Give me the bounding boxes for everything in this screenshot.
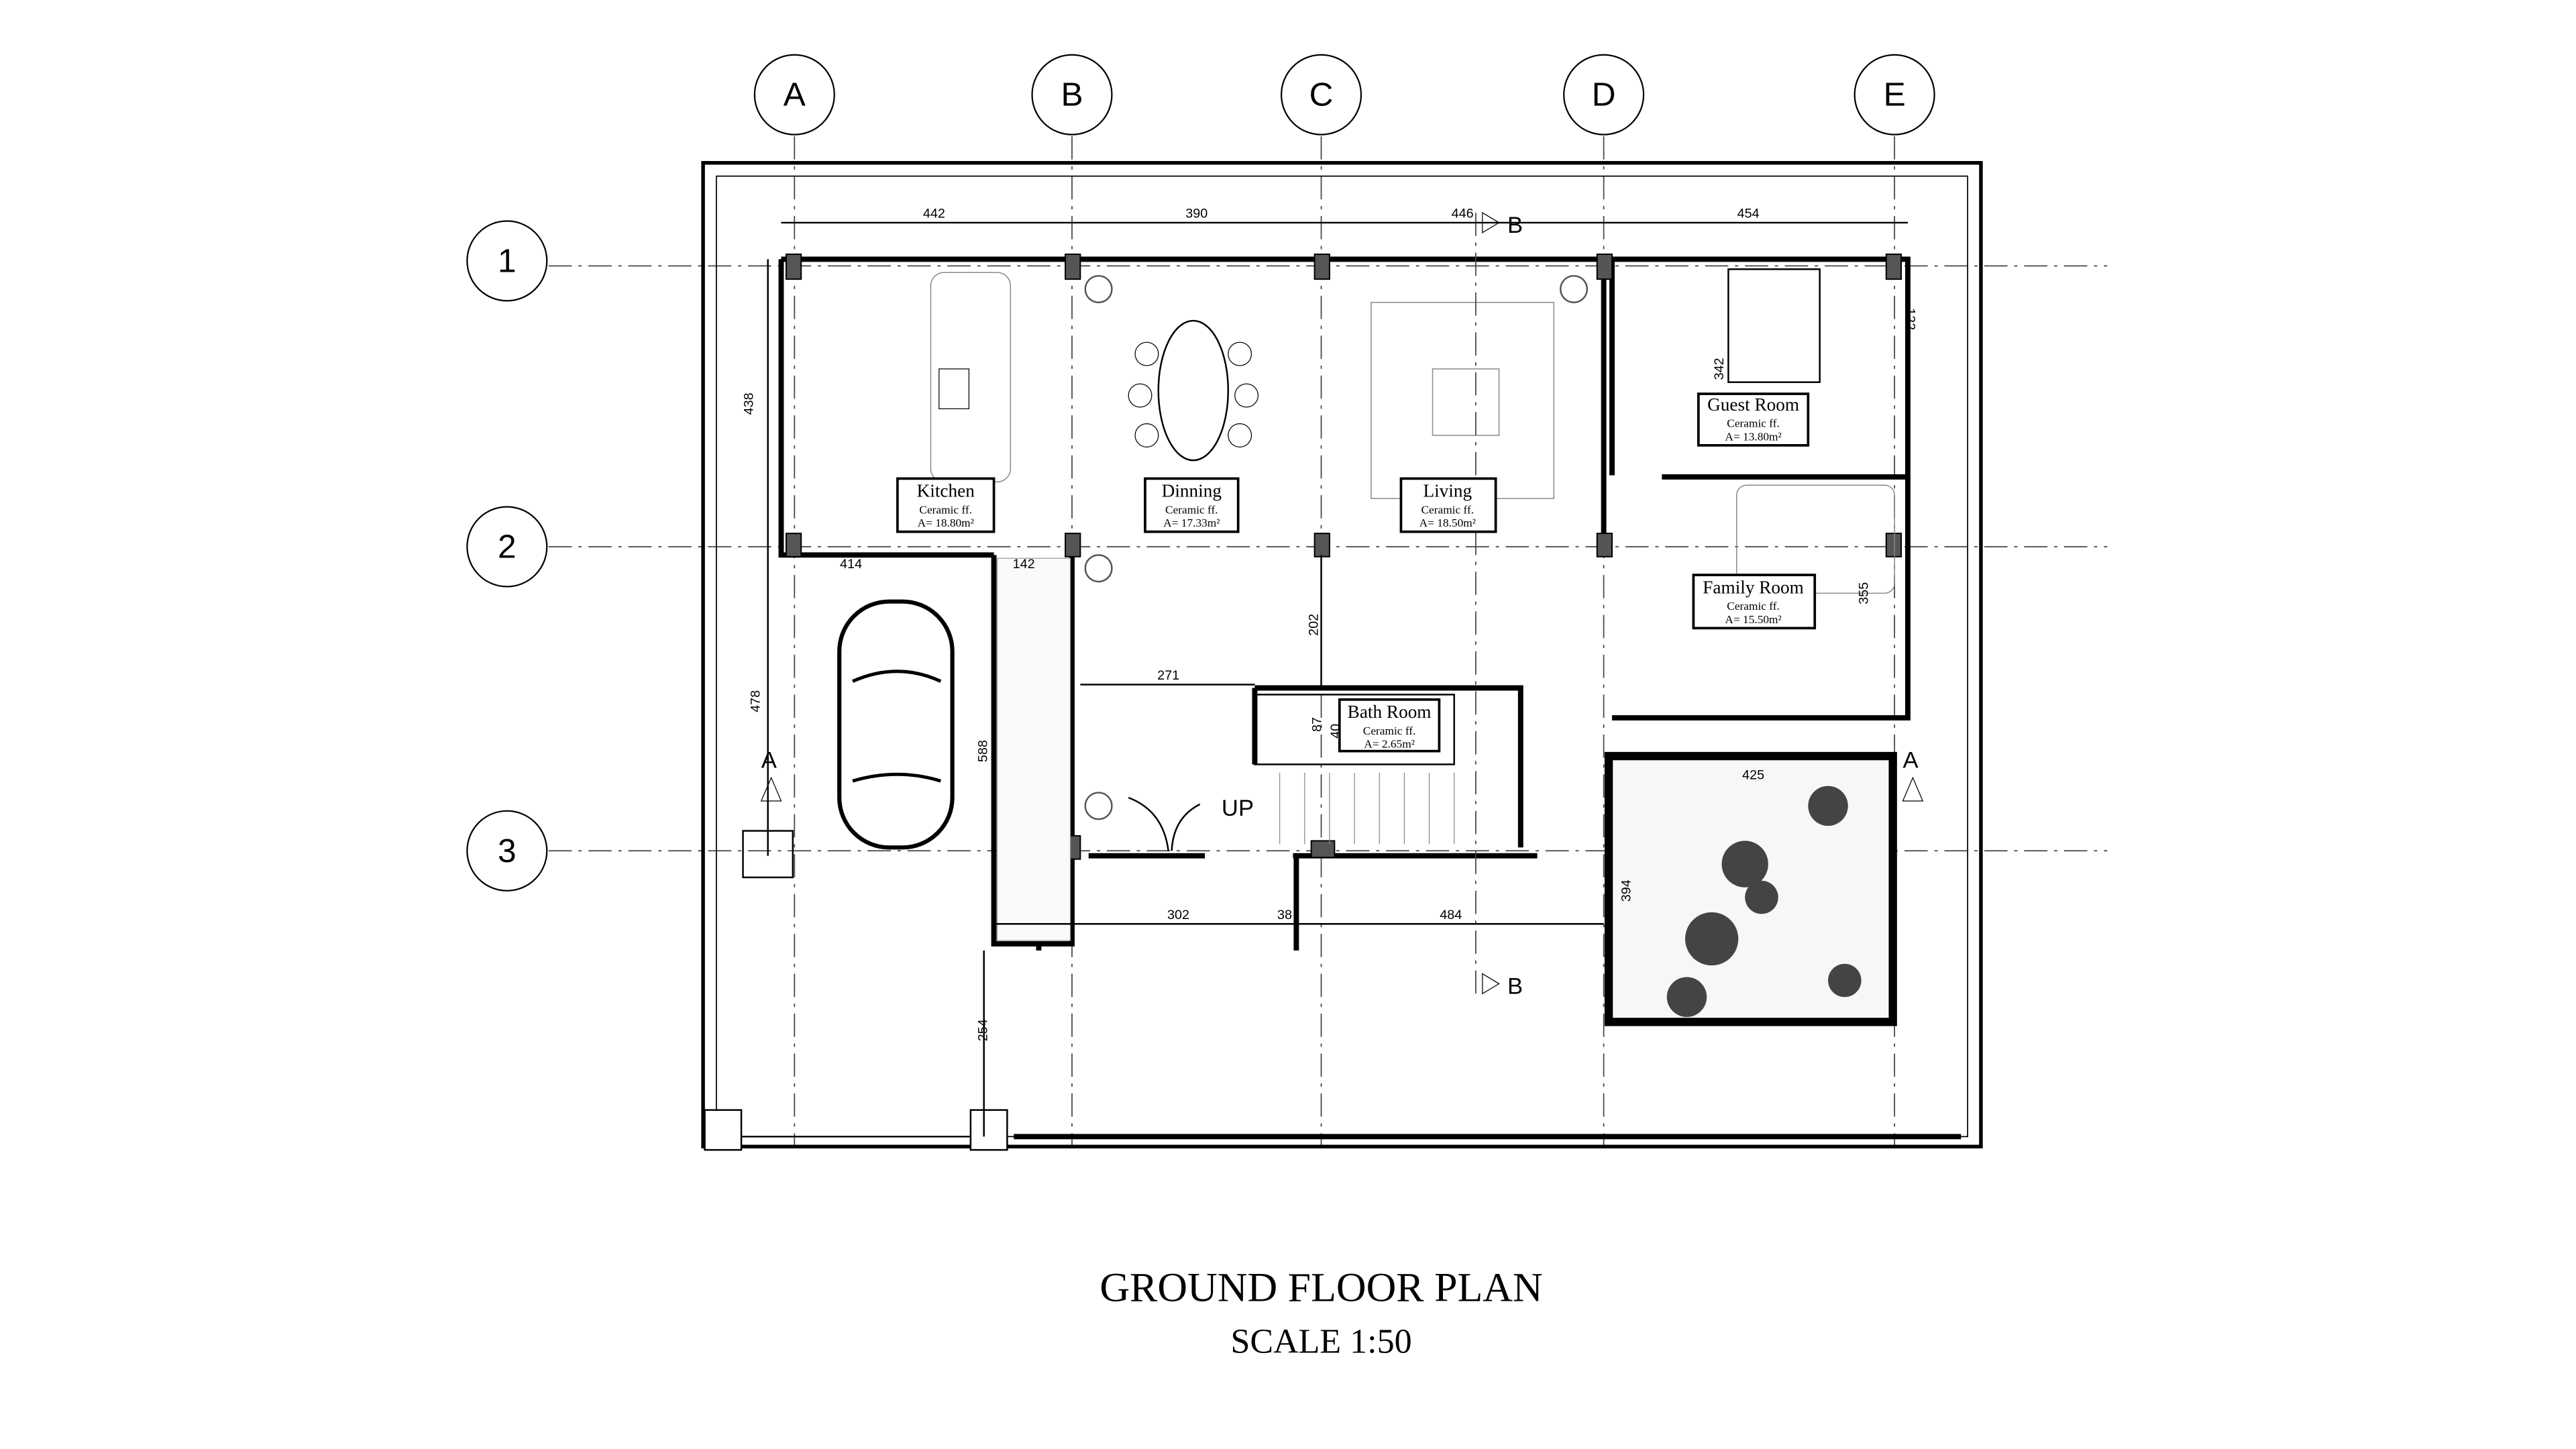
- grid-bubble-2: 2: [466, 506, 548, 588]
- svg-text:A= 18.50m²: A= 18.50m²: [1419, 517, 1476, 529]
- drawing-title: GROUND FLOOR PLAN: [1099, 1265, 1542, 1311]
- dim-hall-width: 271: [1157, 668, 1179, 683]
- dim-top-3: 446: [1452, 206, 1474, 221]
- dim-porch-length: 588: [976, 740, 991, 762]
- dim-top-4: 454: [1737, 206, 1760, 221]
- dim-porch-top: 142: [1013, 557, 1035, 572]
- svg-text:E: E: [1884, 76, 1906, 113]
- grid-bubble-1: 1: [466, 220, 548, 302]
- svg-text:Ceramic ff.: Ceramic ff.: [1165, 503, 1218, 516]
- dim-front-b: 38: [1277, 908, 1292, 922]
- svg-text:A= 13.80m²: A= 13.80m²: [1725, 430, 1781, 443]
- svg-text:A: A: [1903, 747, 1919, 773]
- section-mark-b-top: B: [1482, 211, 1523, 238]
- dim-left-1: 438: [741, 392, 756, 415]
- dim-bath-a: 87: [1310, 717, 1325, 732]
- grid-bubble-A: A: [753, 54, 835, 136]
- svg-text:B: B: [1507, 973, 1523, 999]
- svg-text:Family Room: Family Room: [1703, 577, 1804, 597]
- grid-bubble-C: C: [1280, 54, 1362, 136]
- room-label-dinning: Dinning Ceramic ff. A= 17.33m²: [1144, 477, 1240, 533]
- stair-up-label: UP: [1222, 796, 1254, 821]
- svg-text:A= 15.50m²: A= 15.50m²: [1725, 613, 1781, 626]
- dim-window-e: 122: [1902, 308, 1917, 330]
- dim-setback: 254: [976, 1019, 991, 1041]
- svg-text:A= 2.65m²: A= 2.65m²: [1364, 738, 1415, 751]
- svg-text:Living: Living: [1423, 481, 1472, 501]
- section-mark-a-left: A: [760, 747, 782, 802]
- svg-text:B: B: [1507, 213, 1523, 238]
- room-label-living: Living Ceramic ff. A= 18.50m²: [1399, 477, 1497, 533]
- dim-family-height: 355: [1856, 582, 1871, 604]
- svg-text:Ceramic ff.: Ceramic ff.: [1727, 417, 1780, 430]
- dim-left-2: 478: [748, 690, 763, 712]
- grid-bubble-B: B: [1031, 54, 1113, 136]
- dim-hall-vertical: 202: [1307, 614, 1322, 636]
- dim-top-1: 442: [923, 206, 945, 221]
- dim-front-c: 484: [1440, 908, 1462, 922]
- dim-guest-height: 342: [1712, 358, 1727, 380]
- structural-columns: [704, 253, 1902, 1151]
- svg-text:D: D: [1592, 76, 1616, 113]
- svg-text:Ceramic ff.: Ceramic ff.: [919, 503, 972, 516]
- dim-front-a: 302: [1167, 908, 1189, 922]
- grid-bubble-E: E: [1854, 54, 1935, 136]
- svg-text:1: 1: [498, 242, 517, 279]
- courtyard-garden: [1604, 751, 1897, 1026]
- svg-text:3: 3: [498, 833, 517, 869]
- svg-text:Ceramic ff.: Ceramic ff.: [1727, 600, 1780, 612]
- svg-text:Kitchen: Kitchen: [917, 481, 975, 501]
- section-mark-a-right: A: [1902, 747, 1924, 802]
- walls: [731, 256, 1962, 1140]
- dim-court-width: 425: [1742, 768, 1764, 783]
- grid-bubble-3: 3: [466, 810, 548, 892]
- svg-text:Dinning: Dinning: [1162, 481, 1222, 501]
- dim-court-height: 394: [1619, 879, 1633, 902]
- svg-text:C: C: [1309, 76, 1334, 113]
- drawing-scale: SCALE 1:50: [1230, 1322, 1411, 1360]
- svg-text:Ceramic ff.: Ceramic ff.: [1363, 724, 1416, 737]
- svg-text:A= 18.80m²: A= 18.80m²: [918, 517, 974, 529]
- grid-bubble-D: D: [1563, 54, 1645, 136]
- car-icon: [837, 599, 955, 850]
- svg-text:A: A: [761, 747, 777, 773]
- room-label-kitchen: Kitchen Ceramic ff. A= 18.80m²: [896, 477, 996, 533]
- dim-top-2: 390: [1185, 206, 1208, 221]
- svg-text:A: A: [784, 76, 806, 113]
- svg-text:Bath Room: Bath Room: [1348, 702, 1432, 722]
- svg-text:B: B: [1061, 76, 1083, 113]
- svg-text:2: 2: [498, 528, 517, 565]
- room-label-family-room: Family Room Ceramic ff. A= 15.50m²: [1692, 574, 1817, 630]
- svg-text:Guest Room: Guest Room: [1707, 394, 1799, 415]
- dimension-lines: [767, 221, 1908, 1137]
- room-label-guest-room: Guest Room Ceramic ff. A= 13.80m²: [1697, 392, 1810, 447]
- svg-text:A= 17.33m²: A= 17.33m²: [1163, 517, 1220, 529]
- room-label-bath-room: Bath Room Ceramic ff. A= 2.65m²: [1338, 698, 1441, 753]
- furniture: [742, 268, 1895, 941]
- dim-garage-top: 414: [840, 557, 862, 572]
- svg-text:Ceramic ff.: Ceramic ff.: [1421, 503, 1474, 516]
- section-mark-b-bottom: B: [1482, 973, 1523, 999]
